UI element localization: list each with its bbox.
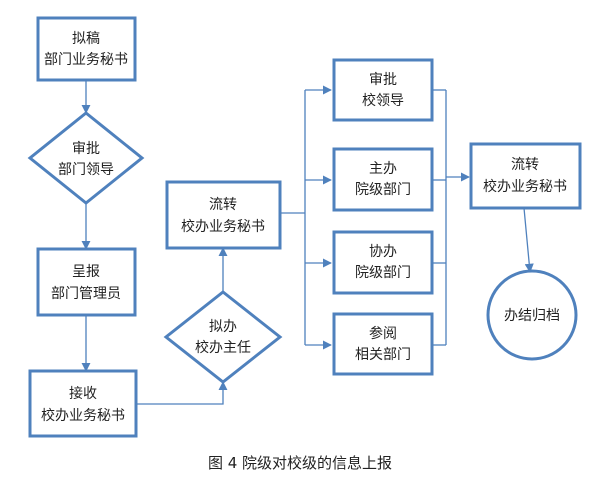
node-receive-line1: 接收 <box>69 385 97 402</box>
node-circulate-1: 流转 校办业务秘书 <box>165 180 282 250</box>
node-propose-line2: 校办主任 <box>195 339 251 356</box>
node-host-line2: 院级部门 <box>355 182 411 198</box>
node-assist-line1: 协办 <box>369 244 397 260</box>
node-refer: 参阅 相关部门 <box>332 312 434 376</box>
node-refer-line2: 相关部门 <box>355 347 411 363</box>
connectors <box>81 80 534 405</box>
node-draft-line2: 部门业务秘书 <box>44 52 128 68</box>
node-archive: 办结归档 <box>486 269 578 361</box>
figure-caption: 图 4 院级对校级的信息上报 <box>207 454 393 472</box>
node-draft: 拟稿 部门业务秘书 <box>36 16 137 82</box>
node-assist: 协办 院级部门 <box>332 230 434 295</box>
node-circulate-2-line1: 流转 <box>511 157 539 173</box>
node-review-school: 审批 校领导 <box>332 58 434 122</box>
node-review-school-line2: 校领导 <box>362 92 404 109</box>
node-refer-line1: 参阅 <box>369 325 397 342</box>
node-archive-label: 办结归档 <box>504 307 560 324</box>
node-receive-line2: 校办业务秘书 <box>41 407 125 424</box>
node-submit: 呈报 部门管理员 <box>36 247 137 317</box>
node-draft-line1: 拟稿 <box>72 31 100 47</box>
node-host-line1: 主办 <box>369 161 397 177</box>
arrow-circulate-to-archive <box>523 207 534 273</box>
node-review-school-line1: 审批 <box>369 72 397 88</box>
node-circulate-2-line2: 校办业务秘书 <box>483 178 567 195</box>
node-propose: 拟办 校办主任 <box>163 290 283 384</box>
flowchart-canvas: 拟稿 部门业务秘书 审批 部门领导 呈报 部门管理员 接收 校办业务秘书 拟办 … <box>27 16 582 438</box>
node-review-dept-line2: 部门领导 <box>58 162 114 178</box>
node-circulate-1-line1: 流转 <box>209 197 237 213</box>
node-propose-line1: 拟办 <box>209 319 237 335</box>
node-submit-line1: 呈报 <box>72 264 100 280</box>
node-submit-line2: 部门管理员 <box>51 286 121 302</box>
node-host: 主办 院级部门 <box>332 147 434 212</box>
node-circulate-2: 流转 校办业务秘书 <box>469 142 582 210</box>
node-review-dept-line1: 审批 <box>72 141 100 157</box>
node-assist-line2: 院级部门 <box>355 265 411 281</box>
node-receive: 接收 校办业务秘书 <box>28 369 138 438</box>
node-review-dept: 审批 部门领导 <box>27 111 145 205</box>
node-circulate-1-line2: 校办业务秘书 <box>181 218 265 235</box>
arrow-receive-to-propose <box>136 381 228 405</box>
